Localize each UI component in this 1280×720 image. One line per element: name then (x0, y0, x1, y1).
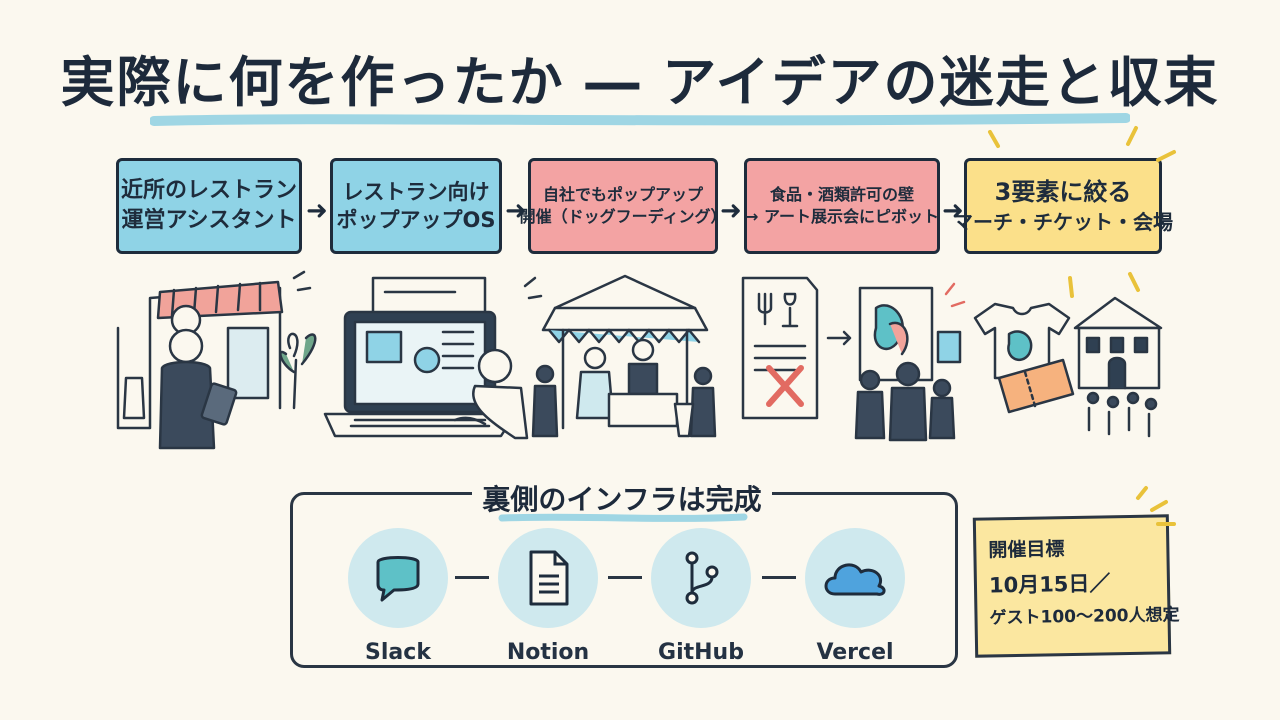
connector-dash (762, 576, 796, 579)
title-underline (150, 113, 1130, 126)
arrow-right-icon: ➜ (942, 196, 964, 226)
tool-name: GitHub (658, 640, 744, 665)
art-exhibition-illustration (854, 282, 966, 442)
step-restaurant-assistant: 近所のレストラン 運営アシスタント (116, 158, 302, 254)
step-popup-os: レストラン向け ポップアップOS (330, 158, 502, 254)
infra-title-underline (498, 513, 748, 522)
note-line: 10月15日／ (988, 571, 1111, 598)
tool-name: Notion (506, 640, 590, 665)
tool-name: Vercel (816, 640, 894, 665)
step-pivot-art-exhibition: 食品・酒類許可の壁 → アート展示会にピボット (744, 158, 940, 254)
step-three-elements: 3要素に絞る マーチ・チケット・会場 (953, 158, 1173, 254)
popup-tent-illustration (531, 274, 717, 438)
speech-bubble-icon (376, 556, 420, 602)
laptop-app-illustration (323, 276, 543, 440)
document-icon (529, 550, 569, 606)
illustration-row (116, 270, 1163, 450)
arrow-right-icon: ➜ (720, 196, 742, 226)
sticky-note-goal: 開催目標 10月15日／ ゲスト100〜200人想定 (972, 514, 1180, 658)
permit-document-illustration (741, 276, 819, 420)
tool-circle (805, 528, 905, 628)
arrow-right-icon (826, 330, 852, 346)
highlight-sparks-icon (1136, 486, 1176, 526)
tool-circle (651, 528, 751, 628)
merch-ticket-venue-illustration (973, 296, 1163, 438)
tool-vercel: Vercel (800, 528, 910, 665)
arrow-right-icon: ➜ (306, 196, 328, 226)
note-line: 開催目標 (988, 538, 1065, 562)
arrow-right-icon: ➜ (505, 196, 527, 226)
connector-dash (608, 576, 642, 579)
tool-notion: Notion (493, 528, 603, 665)
tool-name: Slack (365, 640, 431, 665)
connector-dash (455, 576, 489, 579)
tool-circle (348, 528, 448, 628)
git-branch-icon (685, 551, 719, 605)
tool-circle (498, 528, 598, 628)
restaurant-chef-illustration (116, 270, 317, 450)
tool-slack: Slack (343, 528, 453, 665)
page-title: 実際に何を作ったか ― アイデアの迷走と収束 (60, 51, 1220, 114)
step-dogfooding: 自社でもポップアップ 開催（ドッグフーディング） (520, 158, 726, 254)
note-line: ゲスト100〜200人想定 (989, 605, 1180, 629)
tool-github: GitHub (646, 528, 756, 665)
infra-title: 裏側のインフラは完成 (472, 478, 772, 518)
cloud-icon (824, 563, 886, 596)
highlight-sparks-icon (988, 126, 1176, 298)
